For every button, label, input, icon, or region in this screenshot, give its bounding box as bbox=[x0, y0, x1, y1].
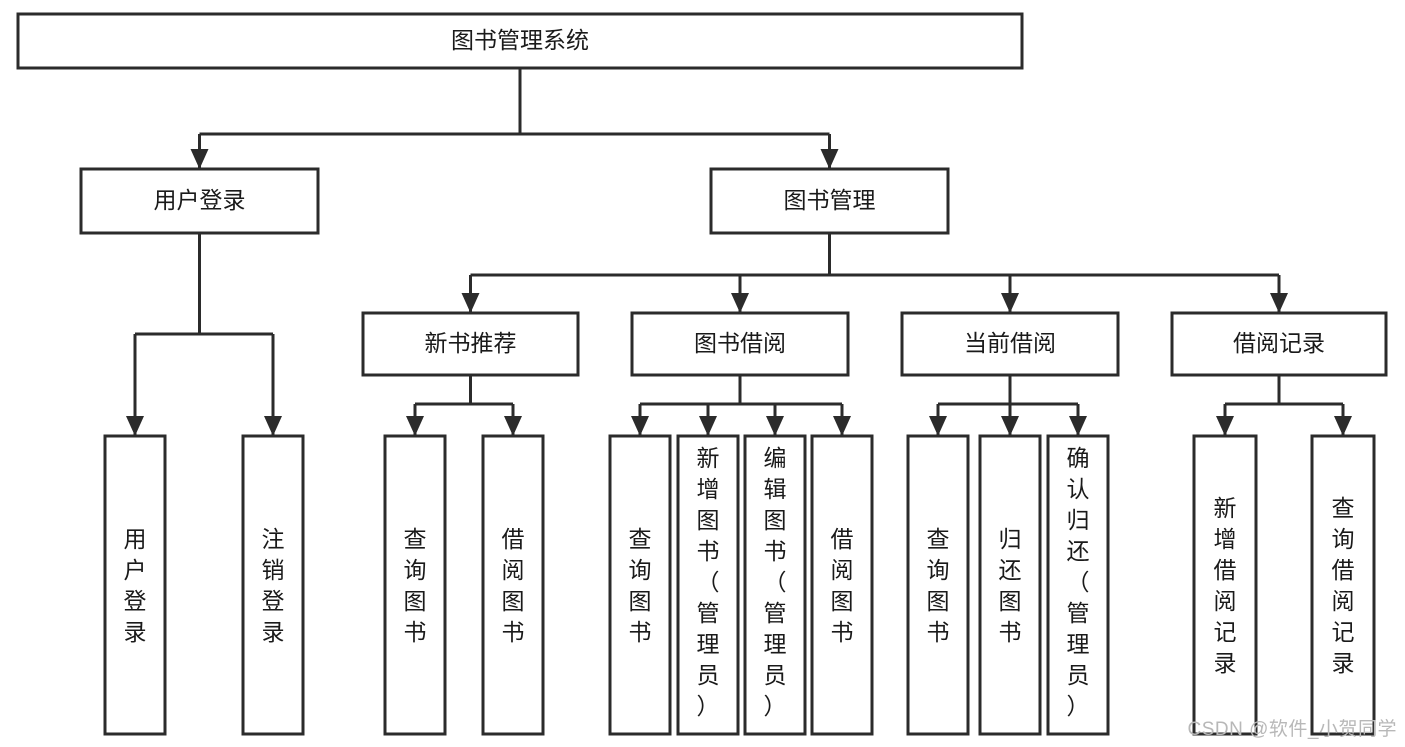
node-box-root bbox=[16, 12, 1024, 70]
node-box-leaf-query-book-1 bbox=[383, 434, 447, 736]
node-box-leaf-query-record bbox=[1310, 434, 1376, 736]
node-label-leaf-query-record: 查询借阅记录 bbox=[1332, 495, 1355, 676]
node-box-leaf-add-record bbox=[1192, 434, 1258, 736]
node-leaf-borrow-book-1[interactable]: 借阅图书 bbox=[481, 434, 545, 736]
node-label-leaf-add-record: 新增借阅记录 bbox=[1214, 495, 1237, 676]
node-box-leaf-edit-book bbox=[743, 434, 807, 736]
arrow-head-icon-book-manage bbox=[820, 149, 839, 169]
arrow-head-icon-leaf-edit-book bbox=[766, 416, 784, 436]
arrow-head-icon-leaf-borrow-book-2 bbox=[833, 416, 851, 436]
node-label-new-book-recommend: 新书推荐 bbox=[425, 330, 517, 356]
node-box-leaf-borrow-book-2 bbox=[810, 434, 874, 736]
arrow-head-icon-borrow-record bbox=[1270, 293, 1288, 313]
node-leaf-query-record[interactable]: 查询借阅记录 bbox=[1310, 434, 1376, 736]
node-box-leaf-query-book-2 bbox=[608, 434, 672, 736]
node-user-login[interactable]: 用户登录 bbox=[79, 167, 320, 235]
node-label-leaf-query-book-2: 查询图书 bbox=[629, 526, 652, 645]
node-label-leaf-borrow-book-2: 借阅图书 bbox=[831, 526, 854, 645]
arrow-head-icon-leaf-query-record bbox=[1334, 416, 1352, 436]
arrow-head-icon-leaf-add-book bbox=[699, 416, 717, 436]
arrow-head-icon-leaf-query-book-1 bbox=[406, 416, 424, 436]
node-leaf-add-book[interactable]: 新增图书（管理员） bbox=[676, 434, 740, 736]
node-new-book-recommend[interactable]: 新书推荐 bbox=[361, 311, 580, 377]
node-label-leaf-confirm-return: 确认归还（管理员） bbox=[1067, 445, 1090, 719]
arrow-head-icon-book-borrow bbox=[731, 293, 749, 313]
node-book-borrow[interactable]: 图书借阅 bbox=[630, 311, 850, 377]
node-box-leaf-user-login bbox=[103, 434, 167, 736]
arrow-head-icon-leaf-borrow-book-1 bbox=[504, 416, 522, 436]
node-label-leaf-logout: 注销登录 bbox=[262, 526, 285, 645]
node-leaf-user-login[interactable]: 用户登录 bbox=[103, 434, 167, 736]
arrow-head-icon-leaf-query-book-2 bbox=[631, 416, 649, 436]
node-root[interactable]: 图书管理系统 bbox=[16, 12, 1024, 70]
connector-layer bbox=[126, 68, 1352, 436]
node-leaf-query-book-3[interactable]: 查询图书 bbox=[906, 434, 970, 736]
node-box-book-borrow bbox=[630, 311, 850, 377]
arrow-head-icon-new-book-recommend bbox=[461, 293, 480, 313]
arrow-head-icon-leaf-query-book-3 bbox=[929, 416, 947, 436]
arrow-head-icon-leaf-user-login bbox=[126, 416, 144, 436]
node-box-current-borrow bbox=[900, 311, 1120, 377]
node-leaf-query-book-2[interactable]: 查询图书 bbox=[608, 434, 672, 736]
node-leaf-borrow-book-2[interactable]: 借阅图书 bbox=[810, 434, 874, 736]
node-layer: 图书管理系统用户登录图书管理新书推荐图书借阅当前借阅借阅记录用户登录注销登录查询… bbox=[16, 12, 1388, 736]
node-leaf-add-record[interactable]: 新增借阅记录 bbox=[1192, 434, 1258, 736]
node-label-book-manage: 图书管理 bbox=[784, 187, 876, 213]
node-label-book-borrow: 图书借阅 bbox=[694, 330, 786, 356]
node-box-new-book-recommend bbox=[361, 311, 580, 377]
node-label-leaf-query-book-3: 查询图书 bbox=[927, 526, 950, 645]
arrow-head-icon-user-login bbox=[190, 149, 209, 169]
node-box-borrow-record bbox=[1170, 311, 1388, 377]
node-leaf-edit-book[interactable]: 编辑图书（管理员） bbox=[743, 434, 807, 736]
node-label-borrow-record: 借阅记录 bbox=[1233, 330, 1325, 356]
node-box-leaf-borrow-book-1 bbox=[481, 434, 545, 736]
node-label-leaf-return-book: 归还图书 bbox=[999, 526, 1022, 645]
node-leaf-query-book-1[interactable]: 查询图书 bbox=[383, 434, 447, 736]
node-leaf-logout[interactable]: 注销登录 bbox=[241, 434, 305, 736]
node-leaf-return-book[interactable]: 归还图书 bbox=[978, 434, 1042, 736]
node-box-leaf-logout bbox=[241, 434, 305, 736]
node-label-leaf-add-book: 新增图书（管理员） bbox=[697, 445, 720, 719]
node-leaf-confirm-return[interactable]: 确认归还（管理员） bbox=[1046, 434, 1110, 736]
node-box-leaf-add-book bbox=[676, 434, 740, 736]
node-label-leaf-edit-book: 编辑图书（管理员） bbox=[764, 445, 787, 719]
node-book-manage[interactable]: 图书管理 bbox=[709, 167, 950, 235]
arrow-head-icon-leaf-return-book bbox=[1001, 416, 1019, 436]
node-borrow-record[interactable]: 借阅记录 bbox=[1170, 311, 1388, 377]
node-box-leaf-confirm-return bbox=[1046, 434, 1110, 736]
node-box-leaf-query-book-3 bbox=[906, 434, 970, 736]
node-label-current-borrow: 当前借阅 bbox=[964, 330, 1056, 356]
node-label-user-login: 用户登录 bbox=[154, 187, 246, 213]
node-label-root: 图书管理系统 bbox=[451, 27, 589, 53]
node-box-leaf-return-book bbox=[978, 434, 1042, 736]
arrow-head-icon-leaf-add-record bbox=[1216, 416, 1234, 436]
node-label-leaf-query-book-1: 查询图书 bbox=[404, 526, 427, 645]
arrow-head-icon-current-borrow bbox=[1001, 293, 1019, 313]
node-box-book-manage bbox=[709, 167, 950, 235]
arrow-head-icon-leaf-confirm-return bbox=[1069, 416, 1087, 436]
node-label-leaf-user-login: 用户登录 bbox=[124, 526, 147, 645]
node-label-leaf-borrow-book-1: 借阅图书 bbox=[502, 526, 525, 645]
node-current-borrow[interactable]: 当前借阅 bbox=[900, 311, 1120, 377]
arrow-head-icon-leaf-logout bbox=[264, 416, 282, 436]
node-box-user-login bbox=[79, 167, 320, 235]
